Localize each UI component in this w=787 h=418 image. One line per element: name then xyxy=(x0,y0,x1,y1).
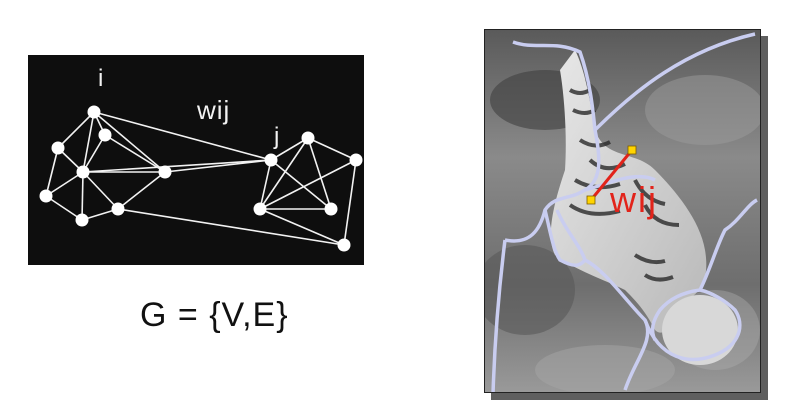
graph-vertex xyxy=(75,213,89,227)
graph-edge xyxy=(81,171,84,221)
graph-vertex xyxy=(111,202,125,216)
graph-vertex xyxy=(337,238,351,252)
graph-edge xyxy=(343,159,357,246)
graph-vertex xyxy=(39,189,53,203)
segmented-image xyxy=(484,29,761,393)
graph-edge xyxy=(93,111,166,173)
graph-edge xyxy=(259,137,309,210)
graph-edge xyxy=(82,111,95,173)
graph-diagram xyxy=(39,105,363,252)
edge-endpoint-a xyxy=(586,195,596,205)
graph-edge xyxy=(270,159,332,210)
graph-edge xyxy=(117,208,345,246)
graph-vertex xyxy=(98,128,112,142)
graph-edge xyxy=(45,171,84,197)
edge-endpoint-b xyxy=(627,145,637,155)
edge-weight-label: wij xyxy=(197,95,231,125)
graph-edge xyxy=(307,137,357,161)
segmentation-boundaries xyxy=(491,32,758,392)
graph-edge xyxy=(82,171,119,210)
graph-edge xyxy=(307,137,332,210)
graph-edge xyxy=(270,137,309,161)
segmented-image-graphic xyxy=(485,30,760,392)
graph-vertex xyxy=(349,153,363,167)
graph-edge xyxy=(45,147,59,197)
graph-edge xyxy=(117,171,166,210)
graph-edge xyxy=(164,159,272,173)
graph-edge xyxy=(259,159,357,210)
graph-edge xyxy=(259,159,272,210)
graph-edge xyxy=(45,195,83,221)
graph-vertex xyxy=(324,202,338,216)
graph-edge xyxy=(259,208,345,246)
graph-edge xyxy=(57,111,95,149)
graph-caption: G = {V,E} xyxy=(140,296,289,334)
graph-edge xyxy=(82,159,272,173)
vertex-j-label: j xyxy=(274,123,280,150)
vertex-i-label: i xyxy=(98,65,104,92)
graph-vertex xyxy=(301,131,315,145)
graph-edge xyxy=(104,134,166,173)
graph-vertex xyxy=(253,202,267,216)
graph-vertex xyxy=(51,141,65,155)
graph-diagram-panel: i j wij xyxy=(28,55,364,265)
image-edge-weight-label: wij xyxy=(610,179,658,220)
graph-vertex xyxy=(264,153,278,167)
highlighted-edge xyxy=(589,149,634,201)
graph-edge xyxy=(93,111,272,161)
graph-vertex xyxy=(158,165,172,179)
graph-vertex xyxy=(87,105,101,119)
graph-vertex xyxy=(76,165,90,179)
graph-edge xyxy=(82,134,106,173)
